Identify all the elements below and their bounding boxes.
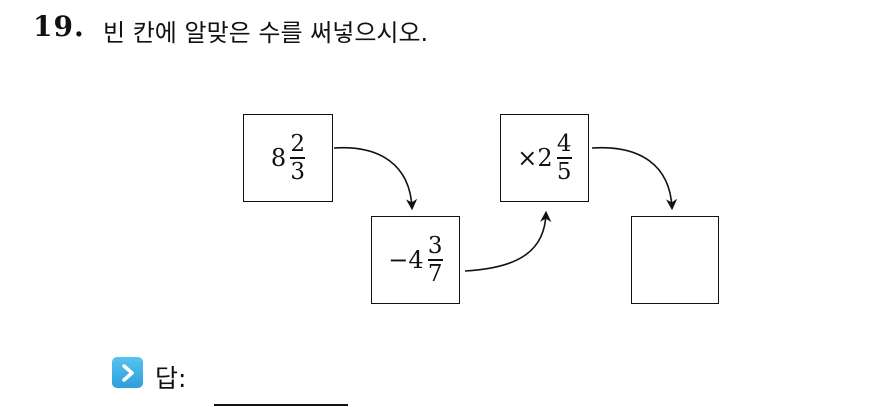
arrow-box2-to-box3 — [464, 210, 552, 272]
numerator: 2 — [290, 131, 305, 158]
question-number: 19. — [33, 10, 85, 43]
mixed-number: −4 3 7 — [388, 233, 443, 287]
fraction-bar — [290, 157, 306, 159]
subtract-operation-box: −4 3 7 — [371, 216, 460, 304]
denominator: 3 — [290, 158, 305, 185]
operator-whole-part: ×2 — [517, 144, 553, 172]
arrow-box3-to-box4 — [591, 146, 678, 211]
answer-blank-line[interactable] — [214, 404, 348, 406]
numerator: 3 — [427, 233, 443, 260]
fraction: 4 5 — [556, 131, 572, 185]
question-text: 빈 칸에 알맞은 수를 써넣으시오. — [103, 19, 429, 47]
arrow-box1-to-box2 — [333, 146, 418, 211]
fraction: 2 3 — [290, 131, 306, 185]
operator-whole-part: −4 — [388, 246, 424, 274]
numerator: 4 — [556, 131, 572, 158]
fraction: 3 7 — [427, 233, 443, 287]
multiply-operation-box: ×2 4 5 — [500, 114, 589, 202]
fraction-bar — [556, 157, 572, 159]
fraction-bar — [427, 259, 443, 261]
answer-label: 답: — [155, 364, 187, 393]
denominator: 7 — [427, 260, 443, 287]
whole-part: 8 — [270, 144, 287, 172]
empty-answer-box[interactable] — [631, 216, 719, 304]
denominator: 5 — [556, 158, 572, 185]
mixed-number: 8 2 3 — [270, 131, 306, 185]
mixed-number: ×2 4 5 — [517, 131, 572, 185]
start-value-box: 8 2 3 — [243, 114, 333, 202]
chevron-right-icon — [112, 357, 143, 388]
